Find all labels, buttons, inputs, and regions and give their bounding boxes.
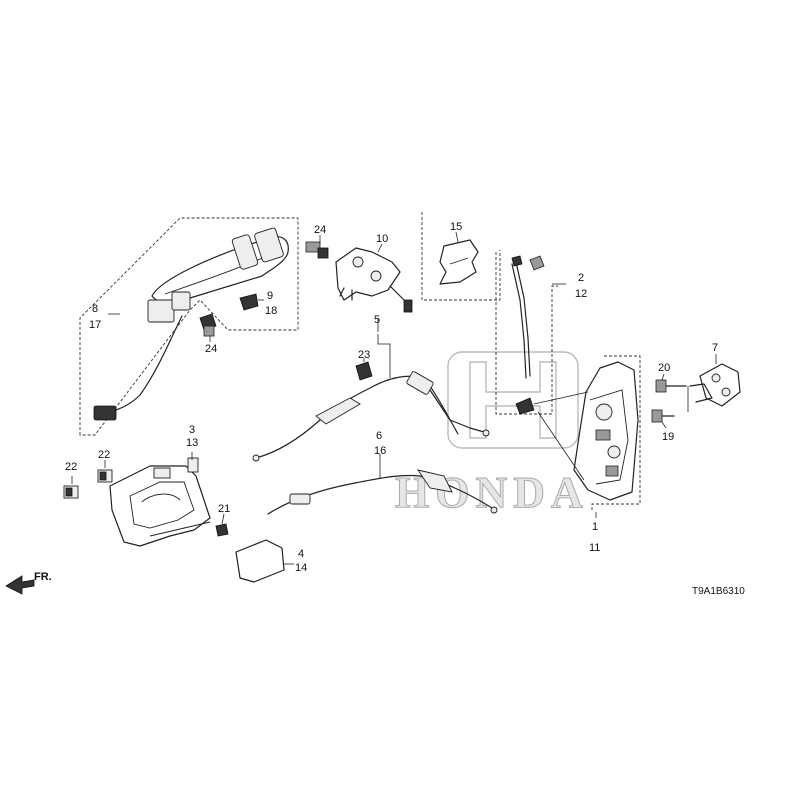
callout-16: 16 <box>374 445 386 457</box>
callout-8: 8 <box>92 303 98 315</box>
bolt-19 <box>651 409 675 429</box>
callout-labels: 8 17 24 24 9 18 10 15 2 12 5 23 20 7 19 … <box>65 221 745 597</box>
screw-21 <box>215 513 229 537</box>
callout-1: 1 <box>592 521 598 533</box>
callout-4: 4 <box>298 548 304 560</box>
callout-20: 20 <box>658 362 670 374</box>
callout-18: 18 <box>265 305 277 317</box>
callout-14: 14 <box>295 562 307 574</box>
callout-6: 6 <box>376 430 382 442</box>
clip-23 <box>355 358 373 381</box>
callout-19: 19 <box>662 431 674 443</box>
callout-22-right: 22 <box>98 449 110 461</box>
callout-23: 23 <box>358 349 370 361</box>
clip-9-18 <box>239 293 264 311</box>
part-7-striker <box>687 354 741 412</box>
part-3-13-inside-handle <box>109 452 211 547</box>
part-2-12-rod <box>495 252 566 415</box>
callout-7: 7 <box>712 342 718 354</box>
callout-24-lower: 24 <box>205 343 217 355</box>
bolt-24-lower <box>199 313 217 342</box>
callout-5: 5 <box>374 314 380 326</box>
callout-22-left: 22 <box>65 461 77 473</box>
part-15-bracket <box>421 212 501 301</box>
callout-2: 2 <box>578 272 584 284</box>
callout-24-upper: 24 <box>314 224 326 236</box>
clip-22-right <box>97 460 113 483</box>
bolt-20 <box>655 373 687 393</box>
part-10-latch <box>335 243 413 313</box>
callout-11: 11 <box>589 542 600 554</box>
callout-10: 10 <box>376 233 388 245</box>
part-6-16-cable <box>267 454 498 515</box>
callout-12: 12 <box>575 288 587 300</box>
callout-15: 15 <box>450 221 462 233</box>
clip-22-left <box>63 476 79 499</box>
callout-21: 21 <box>218 503 230 515</box>
front-direction-arrow: FR. <box>5 571 52 595</box>
callout-13: 13 <box>186 437 198 449</box>
callout-17: 17 <box>89 319 101 331</box>
callout-9: 9 <box>267 290 273 302</box>
callout-3: 3 <box>189 424 195 436</box>
part-1-11-actuator <box>515 355 641 518</box>
outside-handle-assembly <box>79 217 299 436</box>
front-marker: FR. <box>34 571 52 583</box>
bolt-24-upper <box>305 235 329 259</box>
diagram-code: T9A1B6310 <box>692 586 745 597</box>
part-4-14-cover <box>235 539 294 583</box>
part-5-cable <box>252 318 490 462</box>
